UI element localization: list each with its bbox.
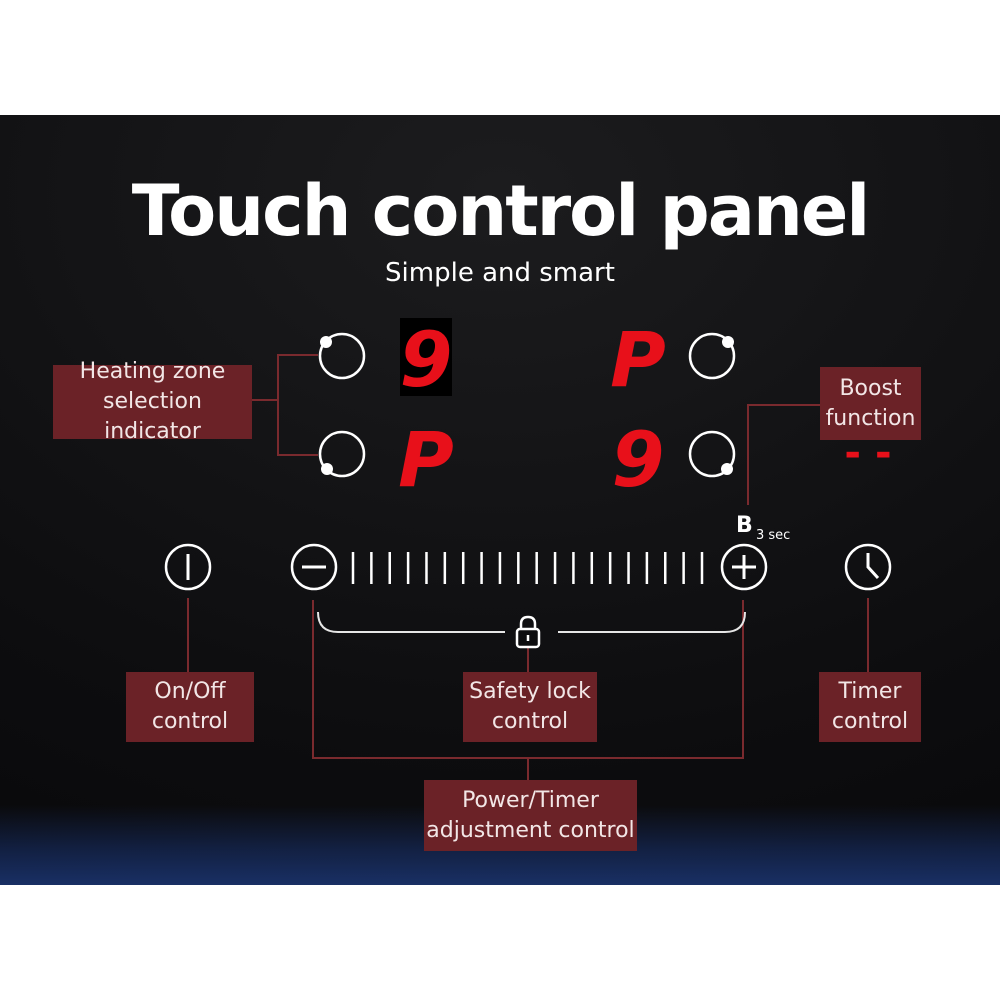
label-text: Timer control [831,679,909,734]
led-display-bottom-left: P [398,415,454,504]
clock-icon[interactable] [844,543,894,593]
zone-ring-icon[interactable] [318,332,368,382]
label-boost: Boost function [820,367,921,440]
label-text: Boost function [825,375,916,431]
plus-icon[interactable] [720,543,770,593]
minus-icon[interactable] [290,543,340,593]
led-digit: 9 [612,415,665,504]
power-slider[interactable] [345,550,710,586]
label-text: Safety lock control [469,679,591,734]
boost-led-indicator: - - [844,430,891,476]
boost-key-label: B 3 sec [736,513,790,543]
zone-ring-icon[interactable] [688,430,738,480]
led-display-top-right: P [610,315,666,404]
led-display-top-left: 9 [400,315,453,404]
label-text: Power/Timer adjustment control [426,787,635,843]
label-safety-lock: Safety lock control [463,672,597,742]
label-text: Heating zone selection indicator [79,359,226,444]
label-adjustment: Power/Timer adjustment control [424,780,637,851]
led-digit: P [610,315,666,404]
label-text: On/Off control [151,679,229,734]
boost-key-letter: B [736,513,753,538]
label-timer: Timer control [819,672,921,742]
led-digit: 9 [400,315,453,404]
page-title: Touch control panel [131,170,871,252]
zone-ring-icon[interactable] [688,332,738,382]
led-display-bottom-right: 9 [612,415,665,504]
zone-ring-icon[interactable] [318,430,368,480]
label-on-off: On/Off control [126,672,254,742]
led-digit: P [398,415,454,504]
lock-icon[interactable] [513,614,545,650]
power-icon[interactable] [164,543,214,593]
page-subtitle: Simple and smart [385,258,615,288]
boost-key-hold: 3 sec [756,528,790,543]
label-heating-zone: Heating zone selection indicator [53,359,252,444]
